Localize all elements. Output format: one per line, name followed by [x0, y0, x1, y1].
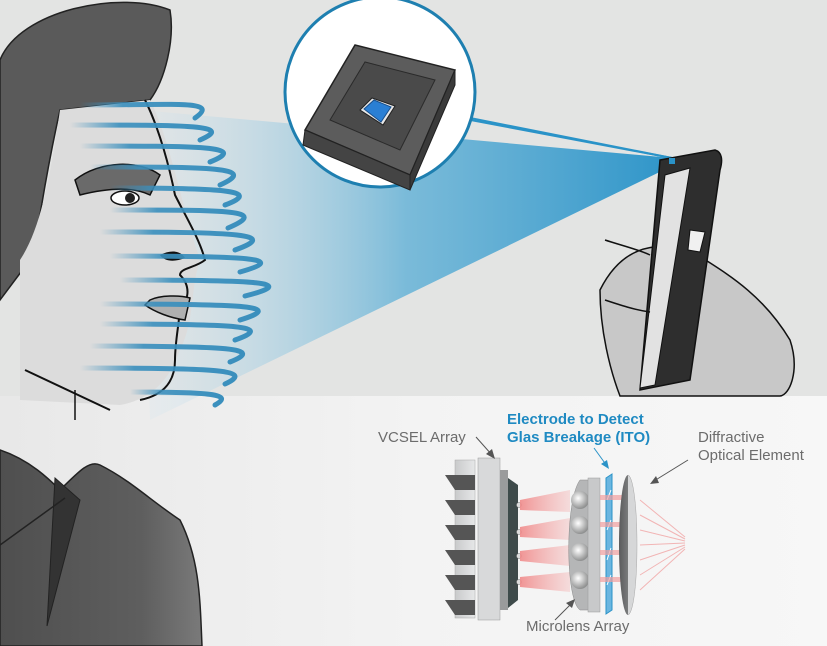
microlens-array-label: Microlens Array [526, 618, 630, 635]
jacket [0, 449, 203, 646]
vcsel-array-label: VCSEL Array [378, 429, 466, 446]
structured-light-rings [67, 101, 272, 408]
doe-label-line2: Optical Element [698, 447, 804, 464]
diffracted-rays [639, 499, 686, 591]
electrode-label-line2: Glas Breakage (ITO) [507, 429, 651, 446]
phone-in-hand [599, 149, 795, 397]
microlens-array [568, 477, 601, 613]
vcsel-heatsink [445, 457, 518, 621]
diffractive-optical-element [619, 474, 638, 616]
optical-stack-diagram [445, 436, 689, 621]
callout-arrows [475, 436, 689, 621]
electrode-label-line1: Electrode to Detect [507, 411, 644, 428]
projection-beam [140, 110, 672, 420]
face-profile [0, 1, 207, 420]
doe-label-line1: Diffractive [698, 429, 765, 446]
laser-beams [520, 490, 570, 592]
vcsel-chip-inset [283, 0, 673, 191]
